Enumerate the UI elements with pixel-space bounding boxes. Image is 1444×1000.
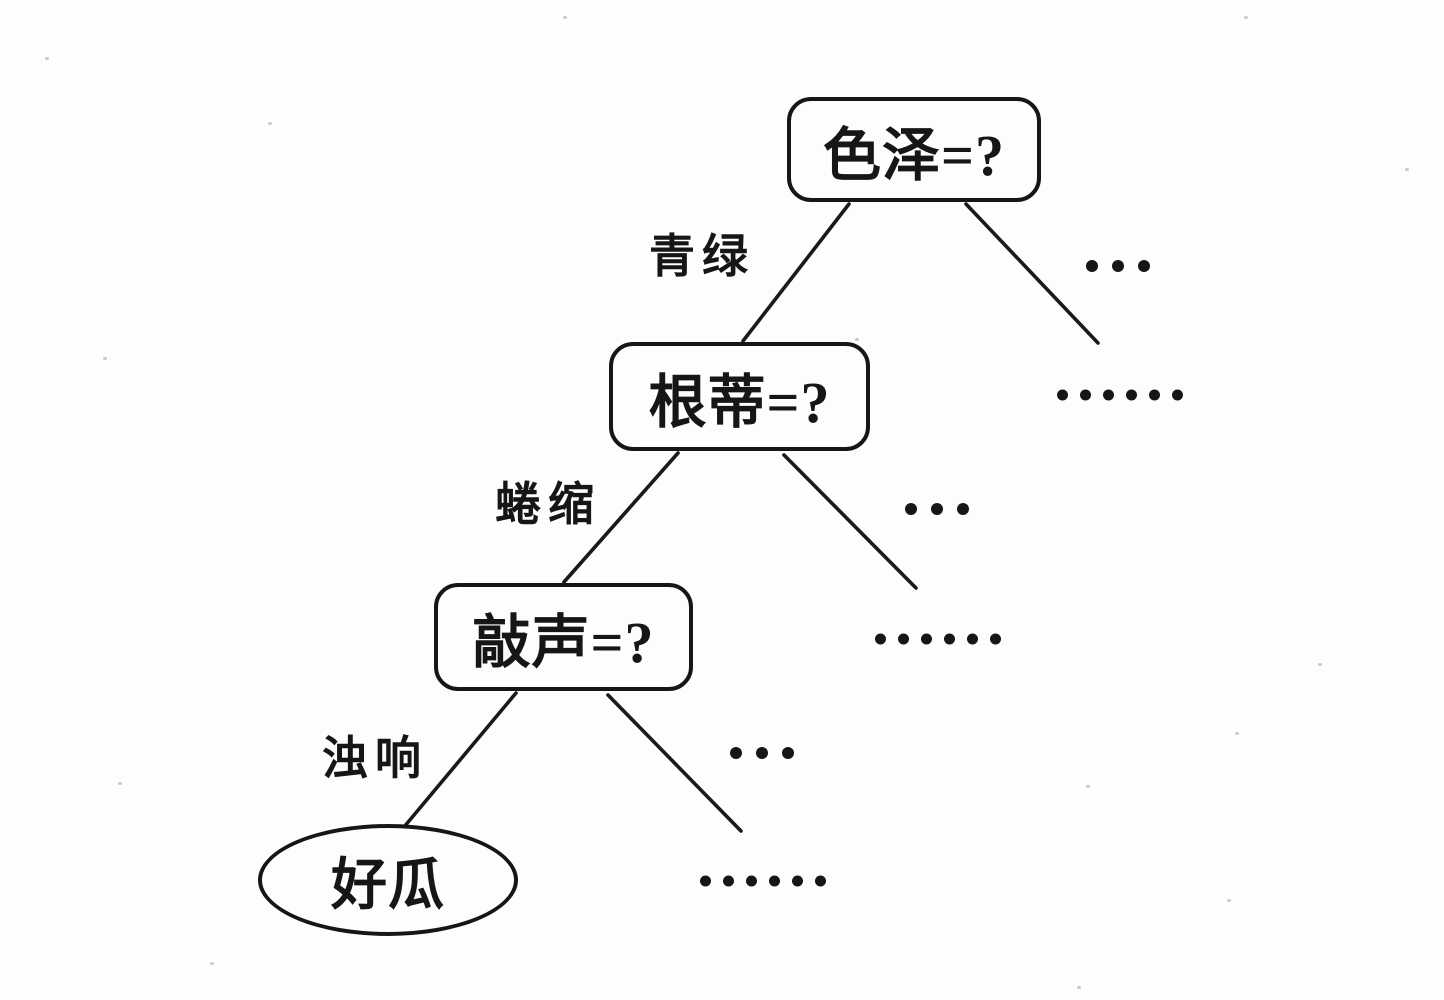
ellipsis-dot <box>723 875 734 887</box>
edge-qiaosheng-right-branch <box>606 693 743 833</box>
edge-gendi-right-branch <box>782 453 918 590</box>
ellipsis-dot <box>944 633 955 645</box>
ellipsis-dot <box>1086 260 1098 272</box>
ellipsis-dot <box>1149 389 1160 401</box>
ellipsis-dot <box>921 633 932 645</box>
ellipsis-dot <box>1112 260 1124 272</box>
edge-label-qinglv: 青绿 <box>649 231 755 282</box>
ellipsis-dot <box>769 875 780 887</box>
edge-gendi-to-qiaosheng <box>562 451 680 584</box>
ellipsis-gendi-right-short <box>905 503 969 515</box>
ellipsis-qiaosheng-right-long <box>700 875 826 887</box>
node-haogua-label: 好瓜 <box>331 854 445 917</box>
node-gendi-label: 根蒂=? <box>648 369 831 435</box>
ellipsis-dot <box>957 503 969 515</box>
ellipsis-dot <box>875 633 886 645</box>
ellipsis-dot <box>1057 389 1068 401</box>
scan-speck <box>855 338 859 341</box>
ellipsis-dot <box>1080 389 1091 401</box>
ellipsis-dot <box>931 503 943 515</box>
edge-root-to-gendi <box>741 202 851 343</box>
ellipsis-gendi-right-long <box>875 633 1001 645</box>
scan-speck <box>210 962 214 965</box>
scan-speck <box>1235 732 1239 735</box>
scan-speck <box>563 16 567 19</box>
ellipsis-dot <box>1138 260 1150 272</box>
scan-speck <box>1077 986 1081 989</box>
scan-speck <box>1244 16 1248 19</box>
scan-speck <box>1405 168 1409 171</box>
ellipsis-dot <box>967 633 978 645</box>
scan-speck <box>268 122 272 125</box>
ellipsis-root-right-short <box>1086 260 1150 272</box>
node-sezhe: 色泽=? <box>787 97 1041 202</box>
ellipsis-dot <box>782 747 794 759</box>
ellipsis-dot <box>746 875 757 887</box>
edge-qiaosheng-to-leaf <box>402 691 518 829</box>
ellipsis-dot <box>990 633 1001 645</box>
node-gendi: 根蒂=? <box>609 342 870 451</box>
scan-speck <box>118 782 122 785</box>
node-qiaosheng-label: 敲声=? <box>472 610 655 675</box>
ellipsis-dot <box>905 503 917 515</box>
edge-label-quansuo: 蜷缩 <box>495 479 601 530</box>
scan-speck <box>1227 899 1231 902</box>
ellipsis-dot <box>730 747 742 759</box>
ellipsis-dot <box>1126 389 1137 401</box>
ellipsis-dot <box>756 747 768 759</box>
edge-root-right-branch <box>964 202 1100 345</box>
scan-speck <box>103 357 107 360</box>
scan-speck <box>1318 663 1322 666</box>
ellipsis-dot <box>898 633 909 645</box>
scan-speck <box>45 57 49 60</box>
ellipsis-qiaosheng-right-short <box>730 747 794 759</box>
ellipsis-dot <box>792 875 803 887</box>
edge-label-zhuoxiang: 浊响 <box>322 733 428 784</box>
ellipsis-root-right-long <box>1057 389 1183 401</box>
ellipsis-dot <box>815 875 826 887</box>
ellipsis-dot <box>1103 389 1114 401</box>
node-haogua-leaf: 好瓜 <box>258 824 518 936</box>
node-qiaosheng: 敲声=? <box>434 583 693 691</box>
ellipsis-dot <box>1172 389 1183 401</box>
node-sezhe-label: 色泽=? <box>822 122 1006 188</box>
ellipsis-dot <box>700 875 711 887</box>
scan-speck <box>1086 785 1090 788</box>
